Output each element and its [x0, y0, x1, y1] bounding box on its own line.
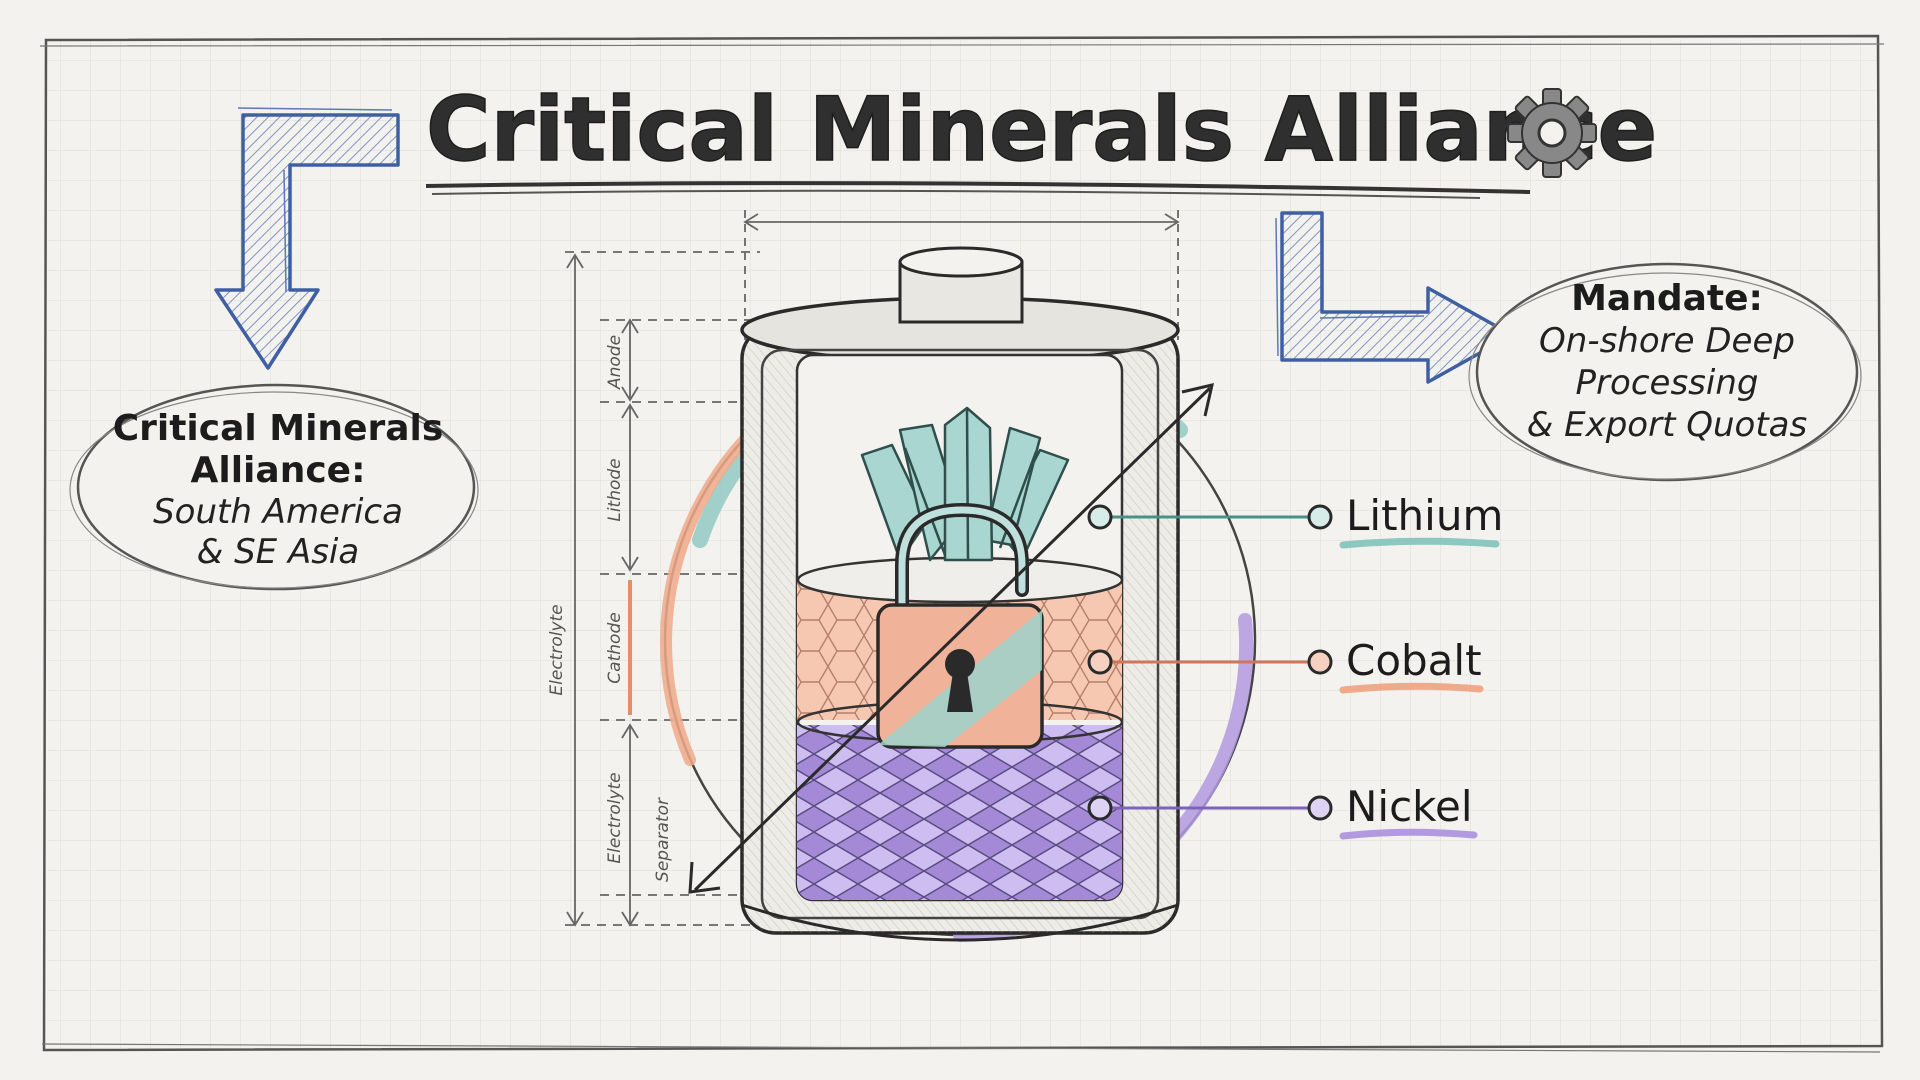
right-blueprint-arrow — [1275, 211, 1514, 384]
diagonal-flow-arrow — [688, 382, 1214, 894]
padlock-icon — [876, 502, 1044, 749]
cobalt-underline — [1339, 682, 1484, 694]
mineral-label-lithium: Lithium — [1346, 491, 1503, 540]
left-note-heading-line-1: Critical Minerals — [113, 408, 444, 449]
left-note-bubble: Critical Minerals Alliance: South Americ… — [69, 383, 479, 591]
mineral-label-cobalt: Cobalt — [1346, 636, 1482, 685]
left-blueprint-arrow — [214, 107, 400, 370]
dimension-label-electrolyte-inner: Electrolyte — [605, 772, 625, 863]
left-note-heading-line-2: Alliance: — [191, 450, 366, 491]
diagram-title: Critical Minerals Alliance — [426, 78, 1657, 181]
left-note-body-line-1: South America — [153, 492, 403, 532]
right-note-heading: Mandate: — [1571, 278, 1763, 319]
gear-icon — [1507, 88, 1597, 178]
left-note-body-line-2: & SE Asia — [197, 532, 359, 572]
leader-lithium-end — [1307, 504, 1333, 530]
leader-nickel-start — [1087, 795, 1113, 821]
dimension-lines — [565, 210, 1180, 927]
leader-cobalt-start — [1087, 649, 1113, 675]
dimension-label-separator: Separator — [653, 797, 673, 882]
right-note-body-line-3: & Export Quotas — [1527, 405, 1807, 445]
right-note-bubble: Mandate: On-shore Deep Processing & Expo… — [1468, 262, 1862, 482]
leader-cobalt-end — [1307, 649, 1333, 675]
lithium-underline — [1339, 537, 1500, 549]
dimension-label-cathode: Cathode — [605, 612, 625, 683]
dimension-label-electrolyte-outer: Electrolyte — [547, 604, 567, 695]
title-underline — [425, 181, 1531, 194]
mineral-label-nickel: Nickel — [1346, 782, 1473, 831]
title-underline-overdraw — [431, 189, 1481, 199]
sketch-frame — [42, 34, 1884, 1052]
dimension-label-anode: Anode — [605, 335, 625, 390]
sketch-frame-overdraw — [39, 43, 1885, 1053]
battery-icon — [740, 246, 1180, 942]
right-note-body-line-1: On-shore Deep — [1539, 321, 1795, 361]
right-note-body-line-2: Processing — [1576, 363, 1759, 403]
nickel-underline — [1339, 828, 1478, 840]
mineral-leader-lines — [1087, 504, 1333, 821]
dimension-label-lithode: Lithode — [605, 458, 625, 521]
leader-lithium-start — [1087, 504, 1113, 530]
leader-nickel-end — [1307, 795, 1333, 821]
